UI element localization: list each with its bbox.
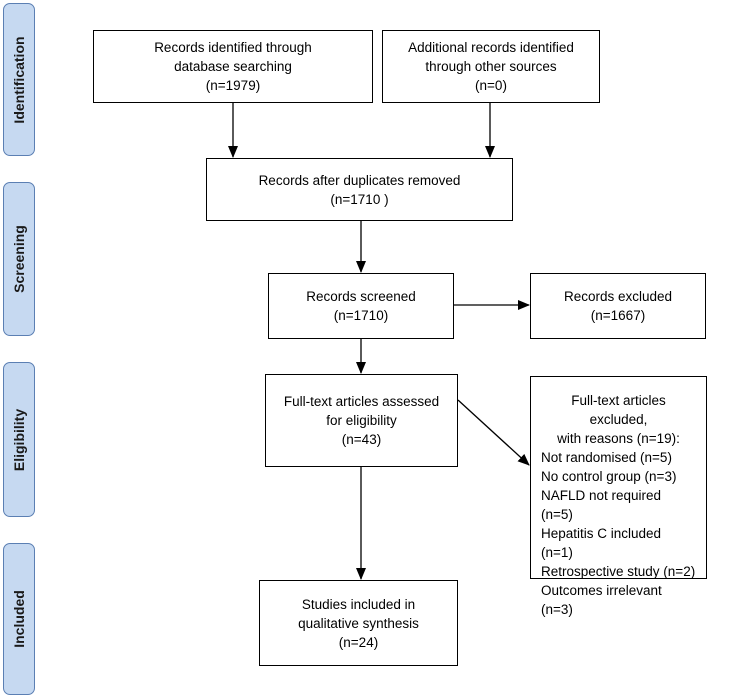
fulltext-excluded-heading-1: Full-text articles excluded, xyxy=(571,393,666,427)
database-line-1: Records identified through xyxy=(154,40,312,55)
reason-item: Outcomes irrelevant (n=3) xyxy=(541,583,662,617)
reason-item: Not randomised (n=5) xyxy=(541,450,672,465)
box-other-records: Additional records identified through ot… xyxy=(382,30,600,103)
fulltext-line-1: Full-text articles assessed xyxy=(283,394,440,409)
arrow-fulltext-to-excluded xyxy=(457,399,530,466)
excluded-count: (n=1667) xyxy=(590,308,646,323)
fulltext-count: (n=43) xyxy=(341,432,382,447)
included-count: (n=24) xyxy=(338,634,379,650)
box-records-screened: Records screened (n=1710) xyxy=(268,273,454,339)
reason-item: No control group (n=3) xyxy=(541,469,677,484)
other-line-1: Additional records identified xyxy=(408,40,574,55)
box-records-excluded: Records excluded (n=1667) xyxy=(530,273,706,339)
screened-label: Records screened xyxy=(306,289,416,304)
box-database-records: Records identified through database sear… xyxy=(93,30,373,103)
box-fulltext-assessed: Full-text articles assessed for eligibil… xyxy=(265,374,458,467)
stage-eligibility: Eligibility xyxy=(3,362,35,517)
reason-item: NAFLD not required (n=5) xyxy=(541,488,662,522)
box-duplicates-removed: Records after duplicates removed (n=1710… xyxy=(206,158,513,221)
stage-included: Included xyxy=(3,543,35,695)
box-studies-included: Studies included in qualitative synthesi… xyxy=(259,580,458,666)
database-line-2: database searching xyxy=(174,59,292,74)
box-fulltext-excluded: Full-text articles excluded, with reason… xyxy=(530,376,707,617)
included-line-2: qualitative synthesis xyxy=(298,615,419,631)
included-line-1: Studies included in xyxy=(301,596,416,612)
duplicates-count: (n=1710 ) xyxy=(330,191,389,207)
other-line-2: through other sources xyxy=(425,59,557,74)
database-count: (n=1979) xyxy=(205,78,261,93)
other-count: (n=0) xyxy=(475,78,507,93)
duplicates-label: Records after duplicates removed xyxy=(258,172,461,188)
stage-identification: Identification xyxy=(3,3,35,156)
reason-item: Hepatitis C included (n=1) xyxy=(541,526,662,560)
stage-screening: Screening xyxy=(3,182,35,336)
excluded-label: Records excluded xyxy=(563,289,673,304)
reason-item: Retrospective study (n=2) xyxy=(541,564,696,579)
screened-count: (n=1710) xyxy=(333,308,389,323)
fulltext-line-2: for eligibility xyxy=(326,413,397,428)
fulltext-excluded-heading-2: with reasons (n=19): xyxy=(557,431,680,446)
